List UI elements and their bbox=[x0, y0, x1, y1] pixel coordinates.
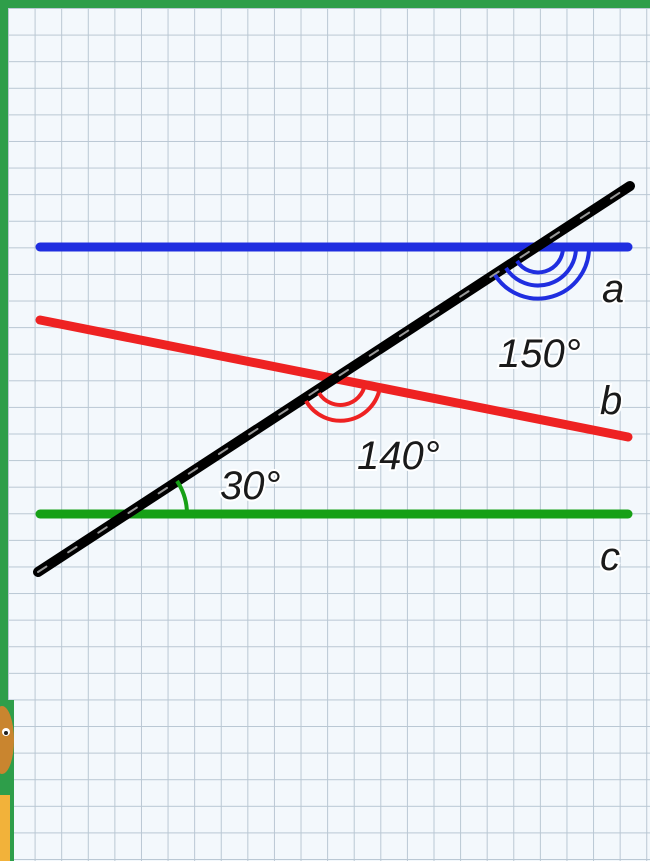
character-peek-icon bbox=[0, 700, 14, 861]
angle-label-140: 140° bbox=[357, 434, 440, 478]
angle-arc-a bbox=[493, 246, 592, 301]
line-label-a: a bbox=[602, 267, 624, 311]
angle-arc-b bbox=[304, 383, 382, 423]
line-label-b: b bbox=[600, 379, 622, 423]
angle-arc-c bbox=[175, 479, 189, 515]
line-label-c: c bbox=[600, 535, 620, 579]
angle-label-30: 30° bbox=[220, 464, 281, 508]
graph-paper bbox=[8, 8, 650, 861]
transversal-highlight bbox=[37, 185, 631, 573]
angle-label-150: 150° bbox=[498, 332, 581, 376]
